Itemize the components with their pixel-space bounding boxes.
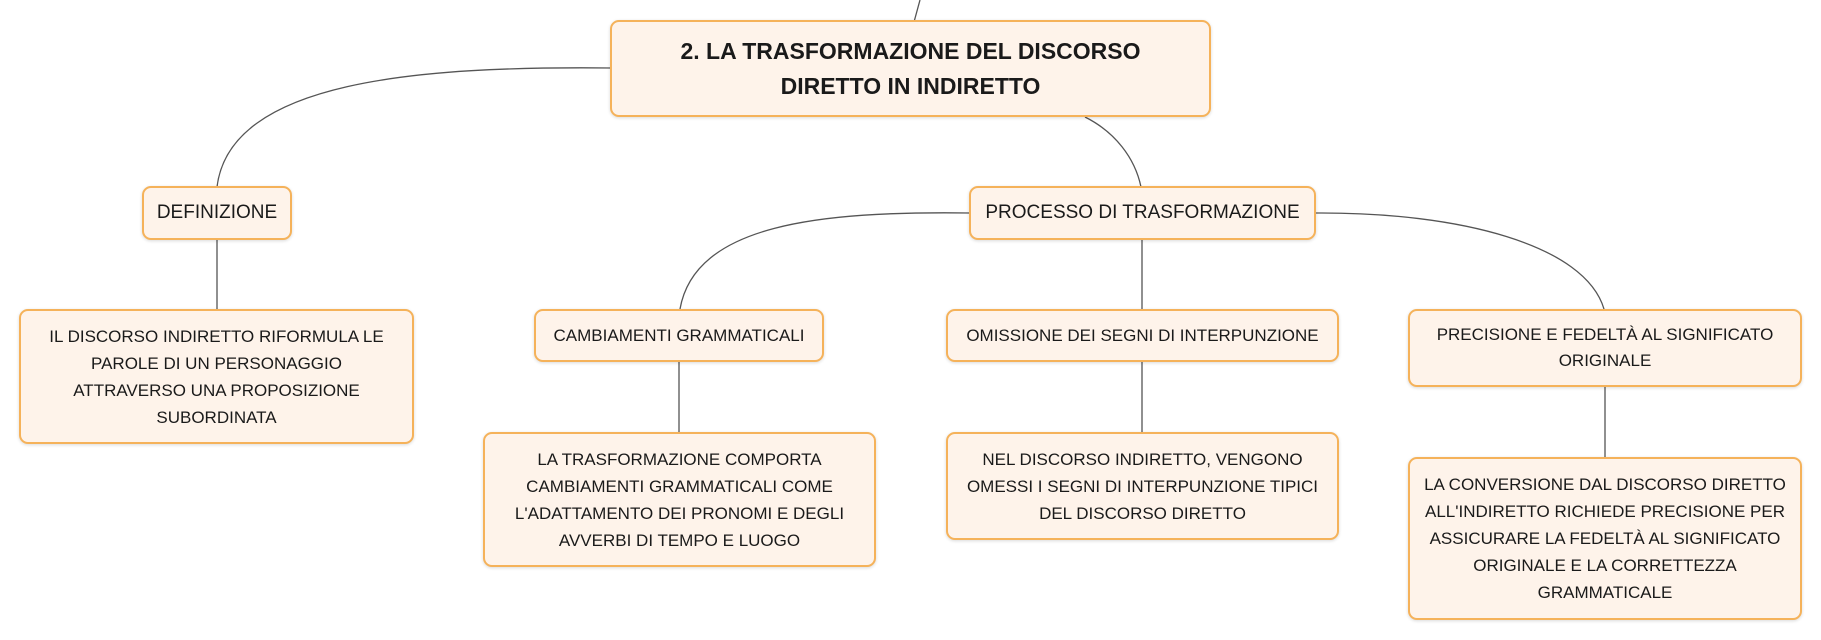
connector-processo-precisione bbox=[1314, 212, 1605, 310]
cambiamenti-grammaticali-node[interactable]: CAMBIAMENTI GRAMMATICALI bbox=[534, 309, 824, 362]
definizione-detail-text: IL DISCORSO INDIRETTO RIFORMULA LE PAROL… bbox=[49, 326, 384, 427]
central-topic-label: 2. LA TRASFORMAZIONE DEL DISCORSO DIRETT… bbox=[680, 37, 1141, 99]
precisione-fedelta-detail-node[interactable]: LA CONVERSIONE DAL DISCORSO DIRETTO ALL'… bbox=[1408, 457, 1802, 620]
cambiamenti-grammaticali-label: CAMBIAMENTI GRAMMATICALI bbox=[553, 325, 805, 345]
definizione-node[interactable]: DEFINIZIONE bbox=[142, 186, 292, 240]
definizione-label: DEFINIZIONE bbox=[156, 202, 278, 223]
processo-label: PROCESSO DI TRASFORMAZIONE bbox=[985, 202, 1300, 223]
omissione-interpunzione-detail-node[interactable]: NEL DISCORSO INDIRETTO, VENGONO OMESSI I… bbox=[946, 432, 1339, 540]
processo-node[interactable]: PROCESSO DI TRASFORMAZIONE bbox=[969, 186, 1316, 240]
connector-root-definizione bbox=[216, 67, 613, 188]
precisione-fedelta-detail-text: LA CONVERSIONE DAL DISCORSO DIRETTO ALL'… bbox=[1424, 475, 1786, 602]
central-topic-node[interactable]: 2. LA TRASFORMAZIONE DEL DISCORSO DIRETT… bbox=[610, 20, 1211, 117]
connector-root-processo bbox=[1084, 116, 1142, 188]
precisione-fedelta-node[interactable]: PRECISIONE E FEDELTÀ AL SIGNIFICATO ORIG… bbox=[1408, 309, 1802, 387]
omissione-interpunzione-label: OMISSIONE DEI SEGNI DI INTERPUNZIONE bbox=[966, 325, 1319, 345]
cambiamenti-grammaticali-detail-node[interactable]: LA TRASFORMAZIONE COMPORTA CAMBIAMENTI G… bbox=[483, 432, 876, 567]
connector-to-parent bbox=[913, 0, 921, 23]
precisione-fedelta-label: PRECISIONE E FEDELTÀ AL SIGNIFICATO ORIG… bbox=[1436, 325, 1774, 370]
cambiamenti-grammaticali-detail-text: LA TRASFORMAZIONE COMPORTA CAMBIAMENTI G… bbox=[514, 449, 845, 550]
definizione-detail-node[interactable]: IL DISCORSO INDIRETTO RIFORMULA LE PAROL… bbox=[19, 309, 414, 444]
omissione-interpunzione-node[interactable]: OMISSIONE DEI SEGNI DI INTERPUNZIONE bbox=[946, 309, 1339, 362]
omissione-interpunzione-detail-text: NEL DISCORSO INDIRETTO, VENGONO OMESSI I… bbox=[966, 449, 1319, 523]
connector-processo-cambiamenti bbox=[679, 212, 971, 310]
